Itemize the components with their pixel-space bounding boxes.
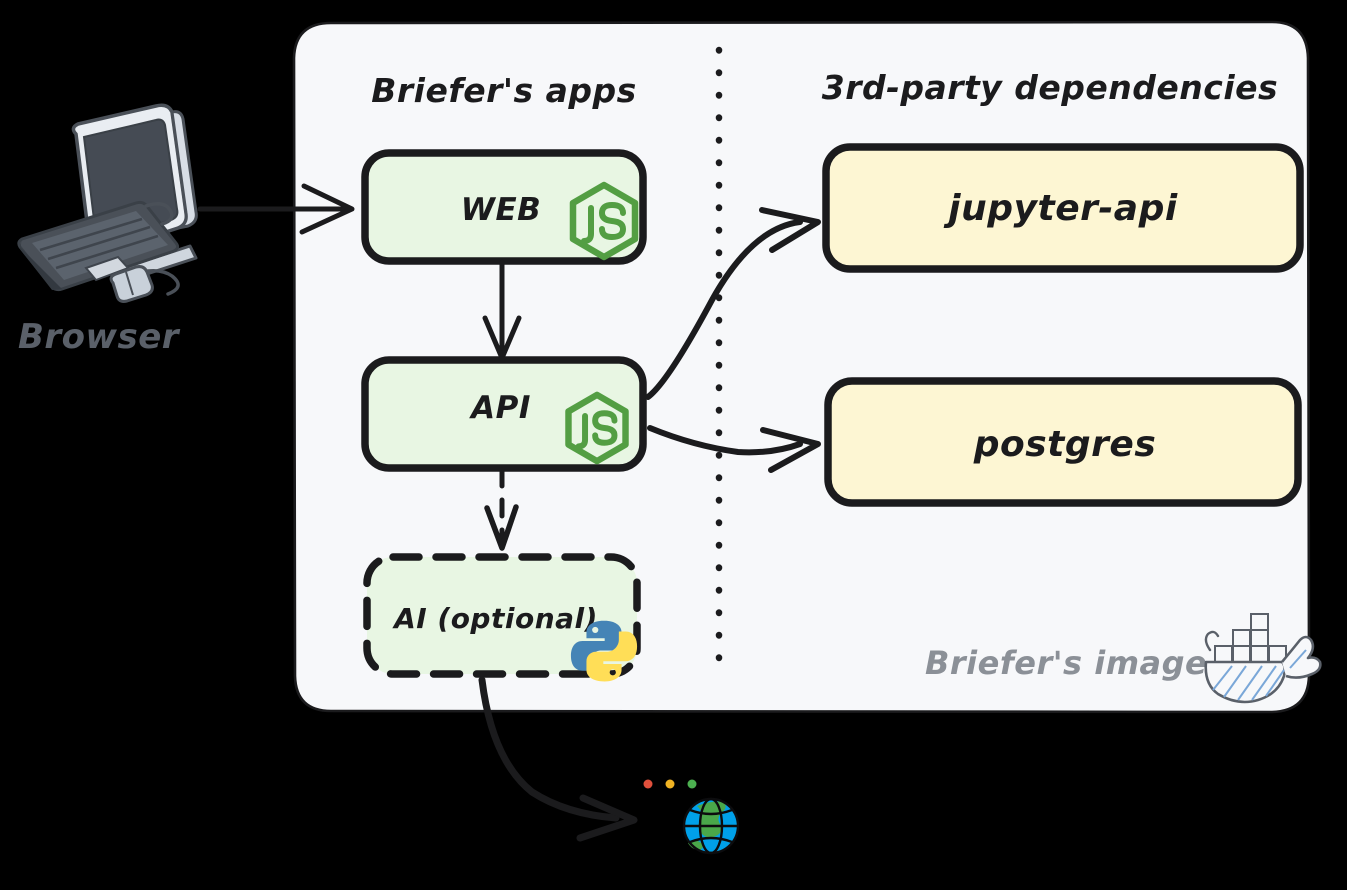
node-jupyter-api[interactable]: jupyter-api bbox=[822, 143, 1304, 273]
node-web[interactable]: WEB bbox=[361, 149, 647, 265]
column-heading-briefer-apps: Briefer's apps bbox=[371, 71, 637, 110]
docker-whale-icon bbox=[1204, 613, 1322, 704]
python-icon bbox=[570, 620, 638, 682]
node-postgres-label: postgres bbox=[973, 424, 1157, 465]
edge-ai-to-internet bbox=[478, 676, 638, 842]
node-jupyter-api-label: jupyter-api bbox=[943, 188, 1178, 229]
status-dot-yellow bbox=[665, 779, 675, 789]
column-heading-third-party: 3rd-party dependencies bbox=[822, 68, 1278, 107]
nodejs-icon bbox=[569, 181, 639, 261]
nodejs-icon bbox=[565, 391, 629, 465]
edge-api-to-jupyter-api bbox=[645, 207, 821, 400]
node-ai-label: AI (optional) bbox=[392, 602, 598, 635]
status-dots bbox=[643, 779, 697, 789]
edge-api-to-ai bbox=[484, 467, 519, 551]
desktop-computer-icon bbox=[17, 103, 198, 303]
node-ai-optional[interactable]: AI (optional) bbox=[363, 553, 641, 682]
node-postgres[interactable]: postgres bbox=[824, 377, 1302, 507]
node-web-label: WEB bbox=[461, 192, 542, 228]
edge-api-to-postgres bbox=[647, 425, 821, 473]
globe-icon bbox=[682, 797, 740, 855]
browser-label: Browser bbox=[18, 317, 181, 357]
node-api-label: API bbox=[468, 390, 531, 426]
status-dot-red bbox=[643, 779, 653, 789]
card-label: Briefer's image bbox=[925, 644, 1207, 682]
status-dot-green bbox=[687, 779, 697, 789]
node-api[interactable]: API bbox=[361, 356, 647, 472]
edge-browser-to-web bbox=[197, 183, 355, 235]
